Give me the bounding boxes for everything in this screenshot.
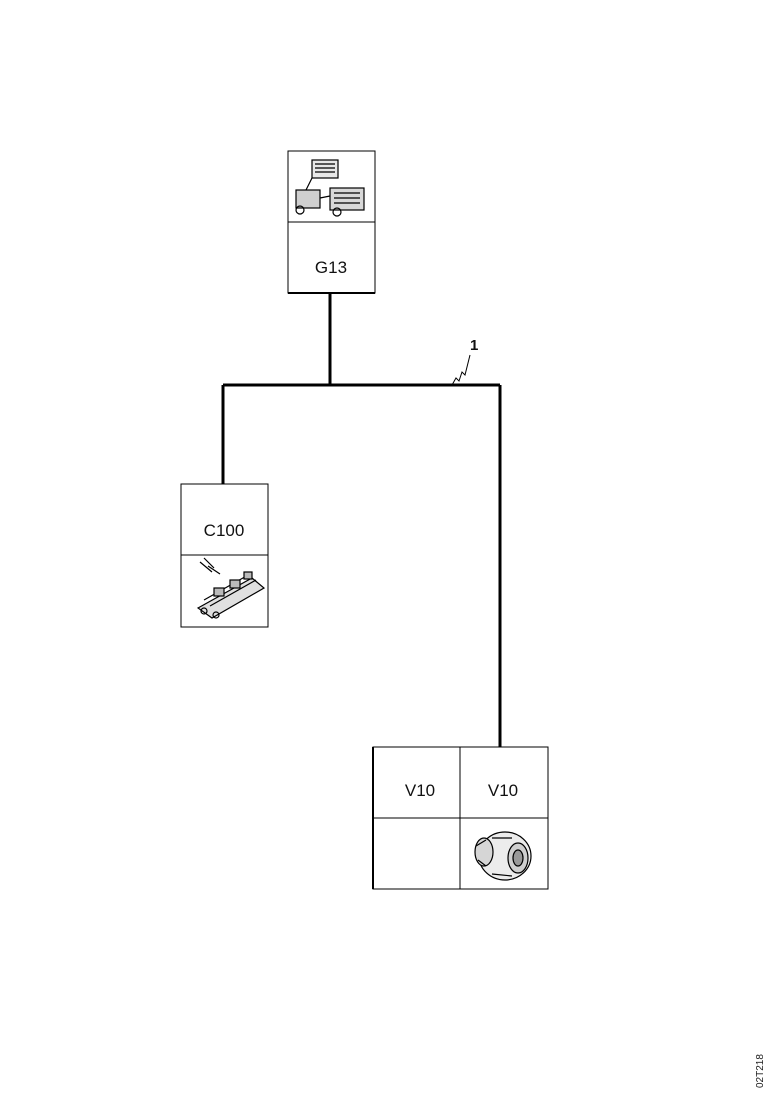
control-module-icon (196, 557, 266, 619)
document-number: 02T218 (755, 1054, 766, 1088)
component-c100-label: C100 (204, 521, 245, 540)
component-v10-group: V10 V10 (372, 746, 549, 890)
component-v10-left-label: V10 (405, 781, 435, 800)
component-g13: G13 (287, 150, 376, 294)
callout-1: 1 (451, 337, 478, 386)
component-c100: C100 (180, 483, 269, 628)
component-v10-right-label: V10 (488, 781, 518, 800)
callout-label: 1 (470, 337, 478, 354)
connector-block-icon (295, 159, 365, 217)
component-g13-label: G13 (315, 258, 347, 277)
callout-leader-line (451, 354, 471, 386)
motor-unit-icon (474, 831, 532, 881)
wiring-harness (221, 293, 502, 747)
